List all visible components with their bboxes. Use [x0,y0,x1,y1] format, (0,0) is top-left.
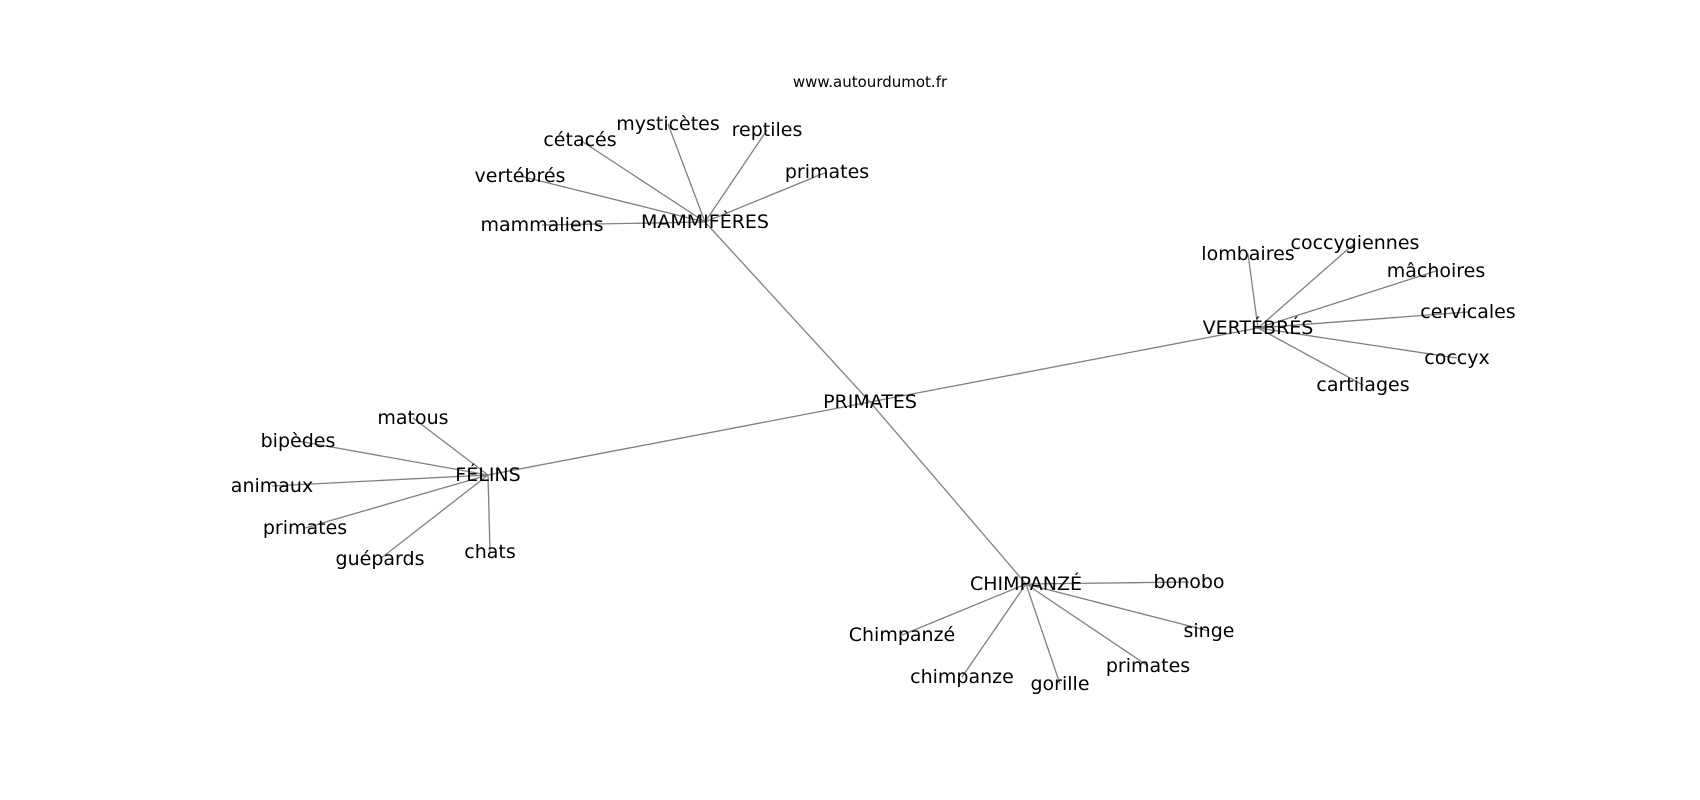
edge-vertebres-leaf-3 [1257,311,1469,329]
edge-chimpanze-leaf-0 [1025,581,1190,585]
edge-felins-leaf-1 [297,440,489,476]
node-leaf-vertebres-1: coccygiennes [1291,232,1420,254]
node-hub-mammiferes: MAMMIFÈRES [641,210,769,233]
edge-vertebres-leaf-1 [1257,242,1356,329]
node-hub-chimpanze: CHIMPANZÉ [970,572,1082,595]
source-credit[interactable]: www.autourdumot.fr [793,73,948,91]
node-center: PRIMATES [823,391,917,413]
node-leaf-mammiferes-2: cétacés [543,129,616,151]
edge-chimpanze-leaf-5 [901,583,1027,636]
node-leaf-vertebres-0: lombaires [1201,243,1294,265]
edge-center-vertebres [869,327,1259,403]
edge-mammiferes-leaf-3 [667,123,706,223]
edge-felins-leaf-0 [412,417,489,476]
edge-felins-leaf-5 [487,474,491,553]
edge-chimpanze-leaf-1 [1025,583,1210,632]
edge-vertebres-leaf-2 [1257,270,1437,329]
node-leaf-chimpanze-2: primates [1106,655,1190,677]
edge-vertebres-leaf-5 [1257,327,1364,386]
node-hub-felins: FÉLINS [455,463,520,486]
node-leaf-chimpanze-1: singe [1184,620,1235,642]
edge-center-mammiferes [704,221,871,403]
node-leaf-mammiferes-3: mysticètes [616,113,720,135]
node-leaf-mammiferes-1: vertébrés [475,165,566,187]
labels-layer: PRIMATES MAMMIFÈRES mammaliens vertébrés cét… [231,113,1516,695]
node-leaf-felins-5: chats [464,541,515,563]
edge-mammiferes-leaf-5 [704,171,828,223]
edges-layer [271,123,1469,685]
node-leaf-chimpanze-3: gorille [1030,673,1089,695]
node-leaf-vertebres-2: mâchoires [1387,260,1486,282]
edge-chimpanze-leaf-4 [961,583,1027,678]
edge-center-felins [487,401,871,476]
node-leaf-vertebres-4: coccyx [1424,347,1489,369]
node-leaf-mammiferes-0: mammaliens [481,214,604,236]
node-leaf-mammiferes-5: primates [785,161,869,183]
node-leaf-chimpanze-4: chimpanze [910,666,1014,688]
node-leaf-mammiferes-4: reptiles [732,119,803,141]
node-leaf-felins-4: guépards [336,548,425,570]
node-leaf-felins-3: primates [263,517,347,539]
edge-mammiferes-leaf-2 [579,139,706,223]
node-leaf-felins-0: matous [377,407,448,429]
edge-felins-leaf-4 [379,474,489,560]
node-leaf-felins-2: animaux [231,475,313,497]
node-hub-vertebres: VERTÉBRÉS [1203,316,1314,339]
node-leaf-chimpanze-5: Chimpanzé [849,624,956,646]
edge-chimpanze-leaf-2 [1025,583,1149,667]
edge-center-chimpanze [869,401,1027,585]
node-leaf-chimpanze-0: bonobo [1153,571,1224,593]
edge-felins-leaf-3 [304,474,489,529]
edge-vertebres-leaf-0 [1247,253,1259,329]
edge-felins-leaf-2 [271,474,489,487]
edge-vertebres-leaf-4 [1257,327,1458,359]
node-leaf-vertebres-5: cartilages [1316,374,1409,396]
edge-chimpanze-leaf-3 [1025,583,1061,685]
edge-mammiferes-leaf-1 [519,175,706,223]
node-leaf-vertebres-3: cervicales [1420,301,1515,323]
edge-mammiferes-leaf-4 [704,129,768,223]
edge-mammiferes-leaf-0 [541,221,706,226]
node-leaf-felins-1: bipèdes [261,430,336,452]
